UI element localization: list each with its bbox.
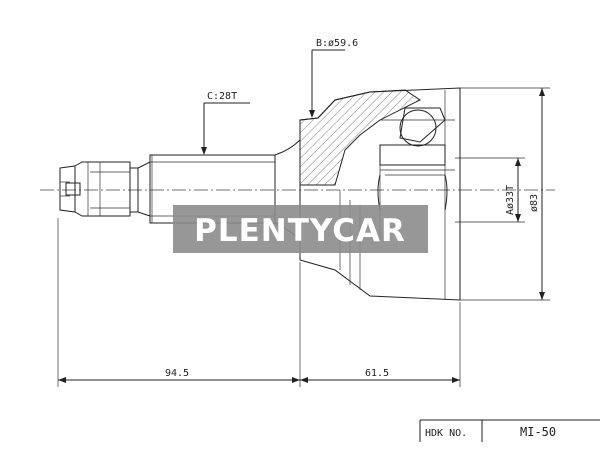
dim-lengths: 94.5 61.5 <box>57 218 461 387</box>
dim-a: Aø33T <box>455 157 525 223</box>
len-body-label: 61.5 <box>365 368 389 379</box>
len-shaft-label: 94.5 <box>165 368 189 379</box>
dim-b-label: B:ø59.6 <box>316 38 358 49</box>
inner-race <box>377 107 455 211</box>
watermark: PLENTYCAR <box>173 205 428 253</box>
dim-d-label: ø83 <box>529 194 540 212</box>
shaft-tip <box>59 161 139 217</box>
bell-housing <box>299 87 461 301</box>
title-block: HDK NO. MI-50 <box>419 419 600 442</box>
dim-d: ø83 <box>460 87 550 301</box>
watermark-text: PLENTYCAR <box>194 213 406 249</box>
part-number: MI-50 <box>520 425 556 439</box>
dim-b: B:ø59.6 <box>309 38 358 118</box>
dim-a-label: Aø33T <box>505 185 516 215</box>
dim-c: C:28T <box>201 91 250 155</box>
hdk-label: HDK NO. <box>425 428 467 439</box>
dim-c-label: C:28T <box>207 91 237 102</box>
